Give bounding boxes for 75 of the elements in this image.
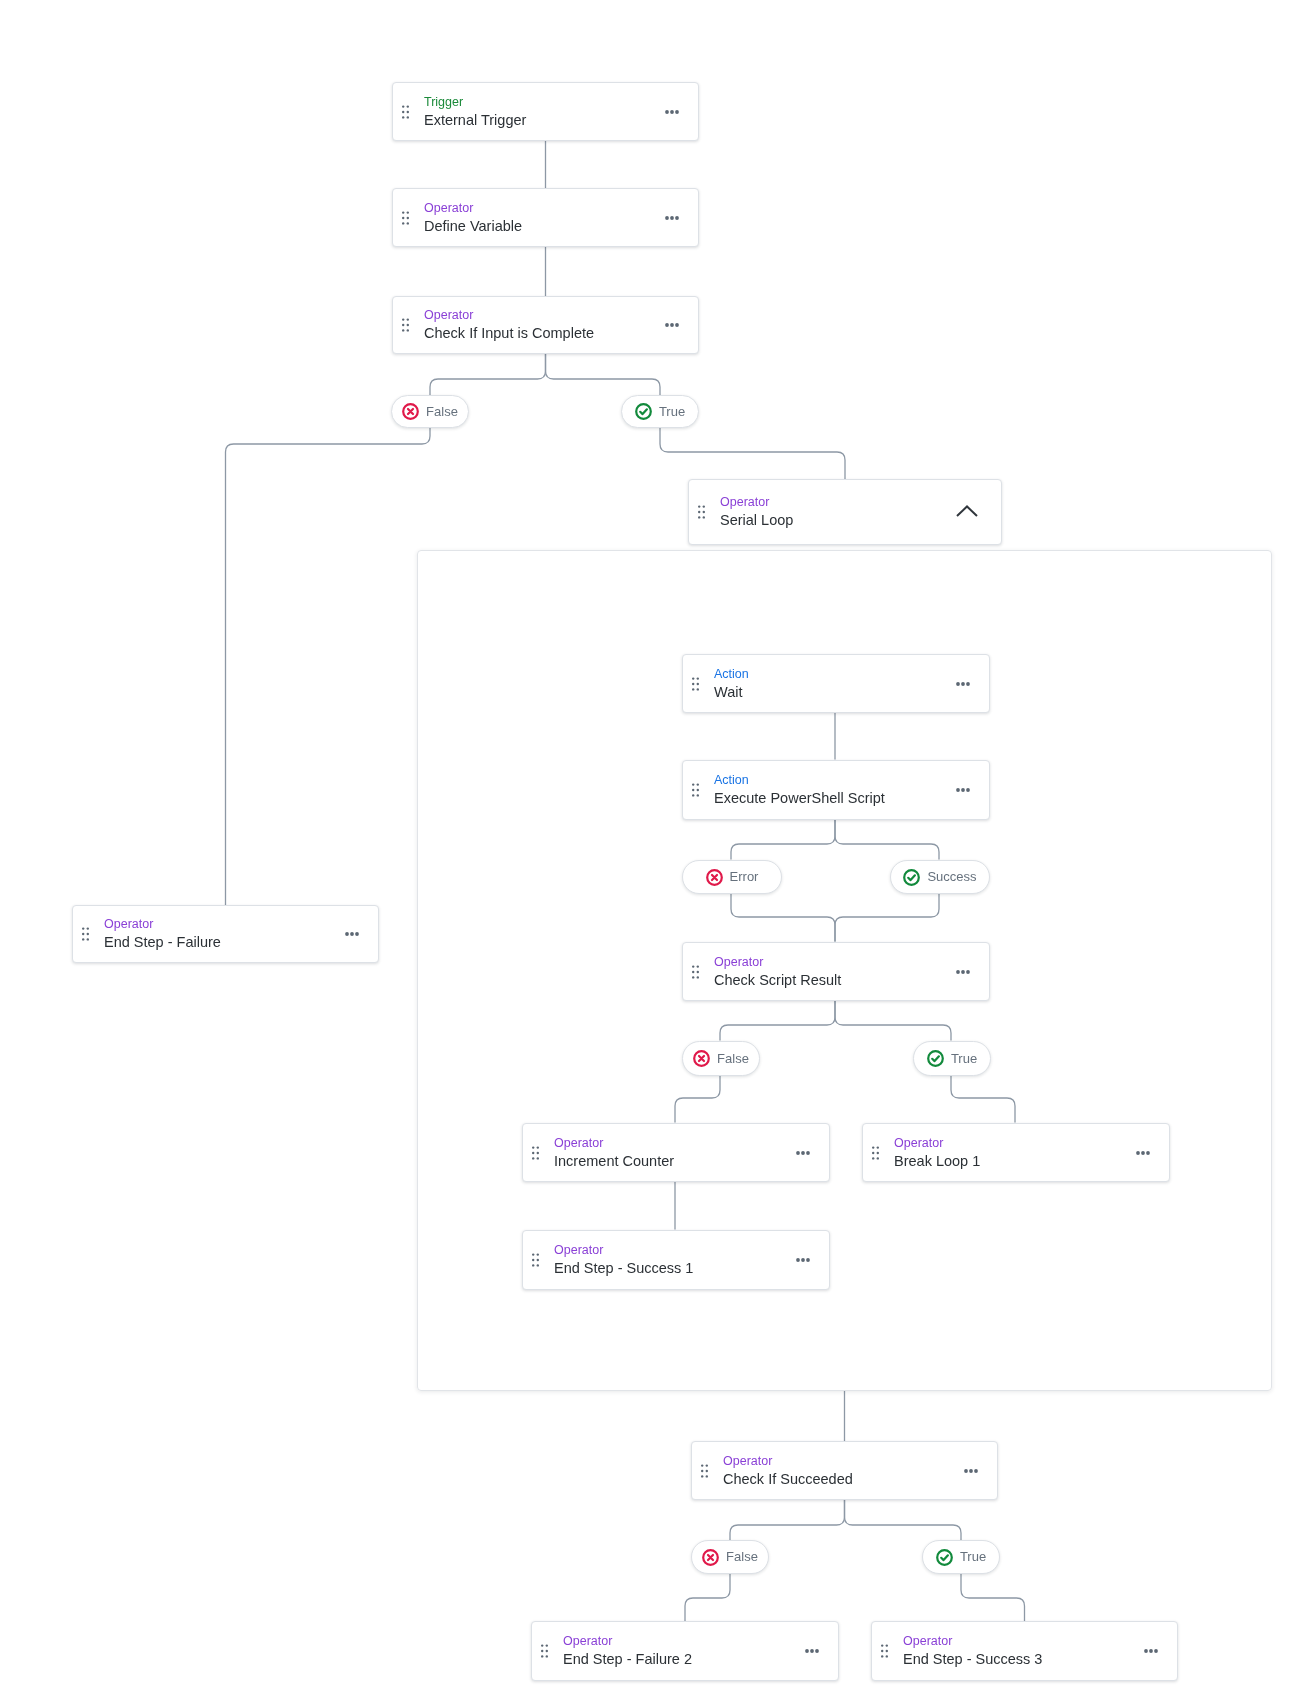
branch-label: Success: [927, 869, 977, 885]
step-name: External Trigger: [424, 110, 527, 130]
branch-node: [691, 1540, 769, 1574]
branch-node: [890, 860, 990, 894]
connector: [674, 1074, 721, 1123]
step-type-label: Action: [714, 665, 749, 682]
connector: [544, 140, 547, 189]
step-type-label: Operator: [720, 494, 771, 510]
step-name: Check If Input is Complete: [424, 324, 595, 343]
connector: [659, 427, 846, 480]
step-type-label: Operator: [424, 199, 475, 216]
branch-label: True: [959, 1549, 987, 1565]
branch-node: [682, 1041, 760, 1076]
step-name: End Step - Failure 2: [563, 1650, 692, 1669]
step-name: Check Script Result: [714, 970, 842, 990]
step-type-label: Operator: [563, 1633, 614, 1649]
step-type-label: Operator: [894, 1134, 945, 1151]
step-type-label: Operator: [723, 1452, 774, 1469]
branch-label: True: [658, 403, 686, 420]
step-type-label: Action: [714, 772, 750, 788]
step-name: Execute PowerShell Script: [714, 789, 885, 808]
step-type-label: Operator: [903, 1633, 954, 1649]
connector: [684, 1573, 731, 1622]
connector: [674, 1180, 676, 1230]
branch-label: False: [426, 403, 458, 420]
step-type-label: Operator: [554, 1134, 605, 1151]
connector: [950, 1074, 1016, 1123]
connector: [960, 1573, 1026, 1622]
connector: [544, 353, 661, 396]
branch-node: [913, 1041, 991, 1076]
step-card: [392, 188, 699, 247]
step-card: [682, 942, 990, 1001]
step-card: [522, 1123, 830, 1182]
branch-label: Error: [729, 869, 759, 885]
step-card: [862, 1123, 1170, 1182]
step-name: Serial Loop: [720, 511, 794, 530]
step-card: [392, 82, 699, 141]
connector: [544, 246, 547, 297]
branch-label: False: [717, 1050, 749, 1067]
branch-label: True: [950, 1050, 978, 1067]
step-name: Increment Counter: [554, 1151, 675, 1171]
step-card: [72, 905, 379, 963]
step-name: End Step - Success 3: [903, 1650, 1043, 1669]
step-card: [392, 296, 699, 354]
connector: [224, 427, 431, 906]
connector: [834, 711, 836, 760]
step-card: [691, 1441, 998, 1500]
step-type-label: Operator: [714, 953, 765, 970]
step-card: [682, 654, 990, 713]
branch-node: [391, 395, 469, 428]
step-card: [531, 1621, 839, 1681]
step-card: [522, 1230, 830, 1290]
step-card: [871, 1621, 1178, 1681]
connector: [834, 818, 940, 860]
connector: [843, 1499, 962, 1541]
step-type-label: Trigger: [424, 93, 465, 110]
connector: [834, 999, 952, 1041]
step-name: End Step - Success 1: [554, 1259, 694, 1278]
step-name: Define Variable: [424, 216, 523, 236]
branch-label: False: [726, 1549, 758, 1565]
step-type-label: Operator: [424, 307, 475, 323]
connector: [843, 1390, 846, 1442]
step-name: Break Loop 1: [894, 1151, 981, 1171]
step-card: [682, 760, 990, 820]
connector: [834, 892, 940, 942]
step-type-label: Operator: [104, 916, 155, 932]
branch-node: [621, 395, 699, 428]
branch-node: [922, 1540, 1000, 1574]
loop-container: [417, 550, 1272, 1391]
step-name: Wait: [714, 682, 744, 702]
step-type-label: Operator: [554, 1242, 605, 1258]
step-name: Check If Succeeded: [723, 1469, 853, 1489]
step-name: End Step - Failure: [104, 933, 221, 952]
step-card: [688, 479, 1002, 545]
branch-node: [682, 860, 782, 894]
